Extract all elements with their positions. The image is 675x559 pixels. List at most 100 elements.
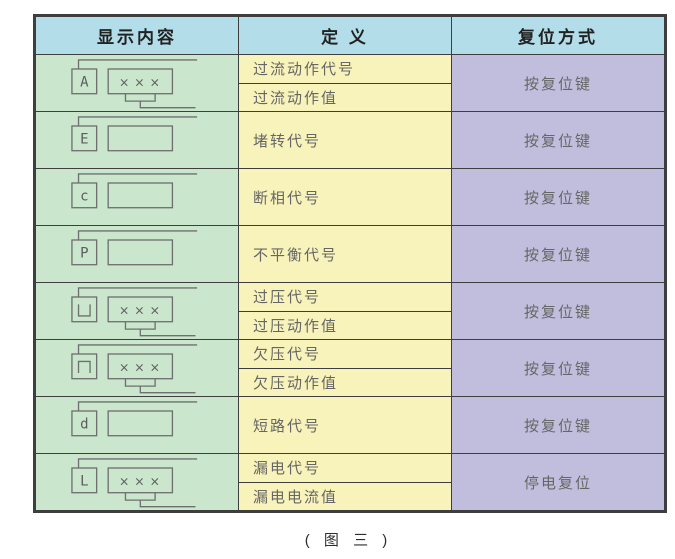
code-box xyxy=(71,68,98,95)
definition-text: 断相代号 xyxy=(253,189,322,207)
definition-text: 过流动作代号 xyxy=(253,61,356,79)
definition-lines: 不平衡代号 xyxy=(239,226,451,282)
value-box xyxy=(107,182,174,209)
value-symbols: ××× xyxy=(119,303,165,317)
table-row: E 堵转代号 按复位键 xyxy=(34,111,666,169)
reset-cell: 按复位键 xyxy=(451,282,666,340)
display-cell: ××× xyxy=(34,339,239,397)
code-box xyxy=(71,125,98,152)
value-symbols: ××× xyxy=(119,75,165,89)
value-box xyxy=(107,296,174,323)
definition-text: 漏电电流值 xyxy=(239,481,451,511)
display-cell: L ××× xyxy=(34,453,239,512)
value-symbols: ××× xyxy=(119,360,165,374)
display-icon: L ××× xyxy=(71,458,198,508)
definition-cell: 过压代号过压动作值 xyxy=(238,282,452,340)
definition-lines: 漏电代号漏电电流值 xyxy=(239,454,451,510)
definition-text: 不平衡代号 xyxy=(253,246,339,264)
display-icon: ××× xyxy=(71,344,198,394)
display-icon: ××× xyxy=(71,287,198,337)
pedestal-notch xyxy=(124,321,156,330)
header-display-content: 显示内容 xyxy=(34,15,239,55)
reset-cell: 按复位键 xyxy=(451,396,666,454)
display-icon: A ××× xyxy=(71,59,198,109)
code-box xyxy=(71,296,98,323)
table-row: A ××× 过流动作代号过流动作值按复位键 xyxy=(34,54,666,112)
top-bracket-line xyxy=(77,173,198,183)
definition-text: 过流动作值 xyxy=(239,82,451,112)
code-symbol: P xyxy=(80,246,88,262)
definition-lines: 过流动作代号过流动作值 xyxy=(239,55,451,111)
code-box xyxy=(71,182,98,209)
definition-text: 堵转代号 xyxy=(253,132,322,150)
top-bracket-line xyxy=(77,401,198,411)
definition-cell: 欠压代号欠压动作值 xyxy=(238,339,452,397)
top-bracket-line xyxy=(77,116,198,126)
table-row: ××× 欠压代号欠压动作值按复位键 xyxy=(34,339,666,397)
display-cell: A ××× xyxy=(34,54,239,112)
definition-text: 过压动作值 xyxy=(239,310,451,340)
definition-lines: 过压代号过压动作值 xyxy=(239,283,451,339)
reset-cell: 按复位键 xyxy=(451,168,666,226)
value-box xyxy=(107,410,174,437)
code-symbol: L xyxy=(80,474,88,490)
pedestal-notch xyxy=(124,93,156,102)
table-row: L×××漏电代号漏电电流值停电复位 xyxy=(34,453,666,512)
code-symbol-open-bottom xyxy=(77,360,91,373)
display-icon: P xyxy=(71,230,198,266)
code-symbol: d xyxy=(80,417,88,433)
definition-lines: 短路代号 xyxy=(239,397,451,453)
pedestal-notch xyxy=(124,378,156,387)
code-box xyxy=(71,410,98,437)
value-box xyxy=(107,467,174,494)
bottom-bracket-line xyxy=(139,101,196,109)
code-symbol: c xyxy=(80,189,88,205)
top-bracket-line xyxy=(77,287,198,297)
display-cell: c xyxy=(34,168,239,226)
code-box xyxy=(71,353,98,380)
header-reset-method: 复位方式 xyxy=(451,15,666,55)
top-bracket-line xyxy=(77,59,198,69)
display-icon: c xyxy=(71,173,198,209)
definition-text: 短路代号 xyxy=(253,417,322,435)
value-box xyxy=(107,68,174,95)
value-box xyxy=(107,125,174,152)
definition-text: 漏电代号 xyxy=(253,460,322,478)
bottom-bracket-line xyxy=(139,386,196,394)
value-box xyxy=(107,239,174,266)
bottom-bracket-line xyxy=(139,329,196,337)
reset-cell: 按复位键 xyxy=(451,111,666,169)
definition-text: 过压代号 xyxy=(253,289,322,307)
value-box xyxy=(107,353,174,380)
table-row: d 短路代号 按复位键 xyxy=(34,396,666,454)
reset-cell: 按复位键 xyxy=(451,339,666,397)
definition-cell: 漏电代号漏电电流值 xyxy=(238,453,452,512)
display-cell: E xyxy=(34,111,239,169)
definition-lines: 欠压代号欠压动作值 xyxy=(239,340,451,396)
display-cell: P xyxy=(34,225,239,283)
reset-cell: 按复位键 xyxy=(451,54,666,112)
definition-cell: 过流动作代号过流动作值 xyxy=(238,54,452,112)
definition-text: 欠压代号 xyxy=(253,346,322,364)
table-row: c 断相代号 按复位键 xyxy=(34,168,666,226)
pedestal-notch xyxy=(124,492,156,501)
top-bracket-line xyxy=(77,344,198,354)
header-row: 显示内容 定 义 复位方式 xyxy=(34,15,666,55)
top-bracket-line xyxy=(77,230,198,240)
code-symbol: A xyxy=(80,75,89,91)
display-cell: d xyxy=(34,396,239,454)
definition-cell: 堵转代号 xyxy=(238,111,452,169)
display-icon: E xyxy=(71,116,198,152)
code-symbol: E xyxy=(80,132,88,148)
definition-cell: 断相代号 xyxy=(238,168,452,226)
bottom-bracket-line xyxy=(139,500,196,508)
definition-lines: 堵转代号 xyxy=(239,112,451,168)
value-symbols: ××× xyxy=(119,474,165,488)
display-icon: d xyxy=(71,401,198,437)
code-box xyxy=(71,467,98,494)
table-row: ××× 过压代号过压动作值按复位键 xyxy=(34,282,666,340)
